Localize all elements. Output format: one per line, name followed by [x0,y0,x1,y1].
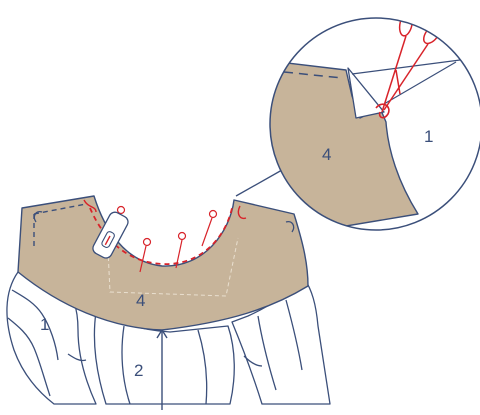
label-piece-4-main: 4 [136,291,145,310]
label-piece-4-zoom: 4 [322,145,331,164]
label-piece-1-main: 1 [40,315,49,334]
label-piece-1-zoom: 1 [424,127,433,146]
pin-icon [176,233,186,269]
label-piece-2-main: 2 [134,361,143,380]
zoom-connector [236,170,282,196]
pin-icon [202,211,217,247]
